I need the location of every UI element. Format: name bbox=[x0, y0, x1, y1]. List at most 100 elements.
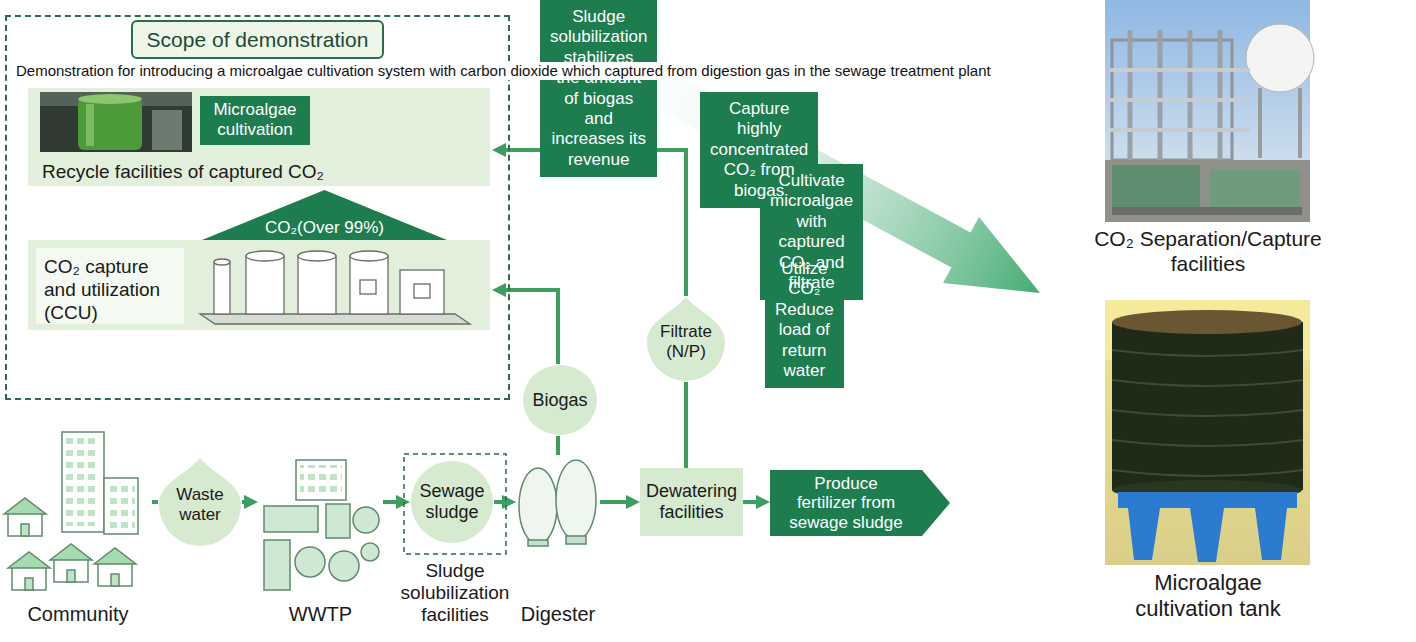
wwtp-illustration bbox=[295, 547, 325, 577]
cultivation-tank-photo bbox=[1112, 470, 1303, 476]
circle-text: Sewage sludge bbox=[410, 481, 494, 522]
capture-facility-photo bbox=[1158, 30, 1163, 165]
panel-fill bbox=[28, 88, 490, 186]
tank-illustration bbox=[200, 251, 470, 324]
capture-facility-photo bbox=[1105, 0, 1314, 222]
panel-fill bbox=[28, 88, 490, 186]
connectors bbox=[152, 150, 760, 502]
photo-caption: Microalgae cultivation tank bbox=[1108, 570, 1308, 623]
process-box: Dewatering facilities bbox=[640, 468, 743, 536]
wwtp-illustration bbox=[353, 507, 379, 533]
circle-text: Biogas bbox=[532, 390, 587, 411]
filtrate-drop: Filtrate (N/P) bbox=[646, 296, 726, 382]
capture-facility-photo bbox=[1258, 88, 1262, 158]
figure-label: Digester bbox=[521, 602, 595, 626]
capture-facility-photo bbox=[1246, 24, 1314, 92]
digester-illustration bbox=[566, 536, 586, 544]
capture-facility-photo bbox=[1210, 170, 1300, 208]
flask-photo bbox=[86, 104, 94, 146]
cultivation-tank-photo bbox=[1128, 508, 1160, 560]
flow-connector bbox=[494, 500, 506, 504]
community-illustration bbox=[109, 484, 135, 528]
flow-connector bbox=[152, 500, 158, 504]
dashbox-shape bbox=[404, 454, 506, 554]
community-illustration bbox=[8, 552, 50, 590]
circle-shape bbox=[411, 461, 493, 543]
flask-photo bbox=[40, 92, 192, 106]
community-illustration bbox=[104, 478, 138, 534]
box-heading: Sludge solubilization facilities bbox=[392, 560, 518, 626]
drop-text: Waste water bbox=[158, 485, 242, 524]
tank-illustration bbox=[200, 314, 470, 324]
panel-caption: CO₂ capture and utilization (CCU) bbox=[44, 256, 184, 324]
community-node: Community bbox=[4, 428, 152, 628]
cultivation-tank-photo bbox=[1112, 440, 1303, 446]
figure-label: WWTP bbox=[289, 602, 352, 626]
wwtp-illustration bbox=[329, 551, 359, 581]
flask-photo bbox=[40, 92, 192, 152]
cultivation-tank-photo bbox=[1112, 322, 1303, 490]
note-box: Utilize CO₂ Reduce load of return water bbox=[765, 252, 844, 388]
solubilization-box: Sludge solubilization facilities Sewage s… bbox=[392, 452, 518, 636]
cultivation-tank-photo bbox=[1190, 508, 1224, 562]
ccu-panel-fill bbox=[28, 240, 490, 330]
digester-node: Digester bbox=[516, 455, 600, 628]
wwtp-illustration bbox=[264, 540, 290, 590]
arrow-shape bbox=[770, 470, 950, 536]
flow-connector bbox=[242, 500, 248, 504]
flow-connector bbox=[743, 500, 760, 504]
flask-photo bbox=[40, 92, 192, 152]
digester-illustration bbox=[519, 468, 557, 544]
flask-photo bbox=[78, 94, 142, 104]
flow-connector bbox=[556, 436, 560, 455]
capture-facility-photo bbox=[1128, 30, 1133, 165]
arrow-text: Produce fertilizer from sewage sludge bbox=[784, 474, 909, 533]
cultivation-tank-photo bbox=[1255, 508, 1287, 560]
digester-illustration bbox=[519, 460, 596, 546]
tank-illustration bbox=[400, 270, 444, 314]
wwtp-illustration bbox=[296, 460, 346, 500]
wwtp-illustration bbox=[264, 506, 318, 532]
tank-illustration bbox=[246, 251, 284, 261]
co2-triangle: CO₂(Over 99%) bbox=[202, 190, 447, 240]
flask-photo bbox=[78, 98, 142, 150]
digester-illustration bbox=[556, 460, 596, 540]
wwtp-node: WWTP bbox=[258, 455, 383, 628]
capture-facility-photo bbox=[1112, 207, 1302, 215]
drop-text: Filtrate (N/P) bbox=[646, 322, 726, 361]
caption-holder: CO₂ Separation/Capture facilities bbox=[1073, 226, 1343, 276]
tank-illustration bbox=[360, 280, 376, 294]
wwtp-illustration bbox=[300, 465, 342, 495]
capture-facility-photo bbox=[1110, 68, 1250, 72]
panel-caption: Recycle facilities of captured CO₂ bbox=[42, 161, 324, 184]
cultivation-tank-photo bbox=[1112, 410, 1303, 416]
output-arrow: Produce fertilizer from sewage sludge bbox=[770, 470, 950, 536]
process-box: Microalgae cultivation bbox=[200, 96, 310, 145]
flask-photo bbox=[152, 110, 182, 150]
circle-shape bbox=[523, 365, 597, 435]
tank-illustration bbox=[298, 251, 336, 261]
capture-facility-photo bbox=[1298, 88, 1302, 158]
cultivation-tank-photo bbox=[1112, 350, 1303, 356]
tank-illustration bbox=[350, 251, 388, 261]
box-text: Dewatering facilities bbox=[646, 481, 737, 522]
figure-label: Community bbox=[27, 602, 128, 626]
cultivation-tank-photo bbox=[1105, 300, 1310, 565]
cultivation-tank-photo bbox=[1112, 380, 1303, 386]
capture-facility-photo bbox=[1110, 128, 1250, 132]
capture-facility-photo bbox=[1218, 30, 1223, 165]
cultivation-tank-photo bbox=[1118, 492, 1297, 508]
flow-connector bbox=[502, 290, 558, 364]
sludge-circle: Sewage sludge bbox=[410, 460, 494, 544]
box-text: Microalgae cultivation bbox=[208, 100, 302, 141]
caption-holder: Microalgae cultivation tank bbox=[1108, 570, 1308, 623]
capture-facility-photo bbox=[1112, 165, 1200, 207]
ccu-panel: CO₂ capture and utilization (CCU) bbox=[30, 242, 492, 332]
cultivation-tank-photo bbox=[1105, 300, 1310, 565]
tank-illustration bbox=[298, 256, 336, 314]
cultivation-tank-photo bbox=[1112, 310, 1302, 334]
drop-shape bbox=[647, 297, 725, 381]
note-box: Sludge solubilization stabilizes the amo… bbox=[540, 0, 657, 177]
community-illustration bbox=[62, 432, 104, 532]
capture-facility-photo bbox=[1105, 160, 1310, 222]
